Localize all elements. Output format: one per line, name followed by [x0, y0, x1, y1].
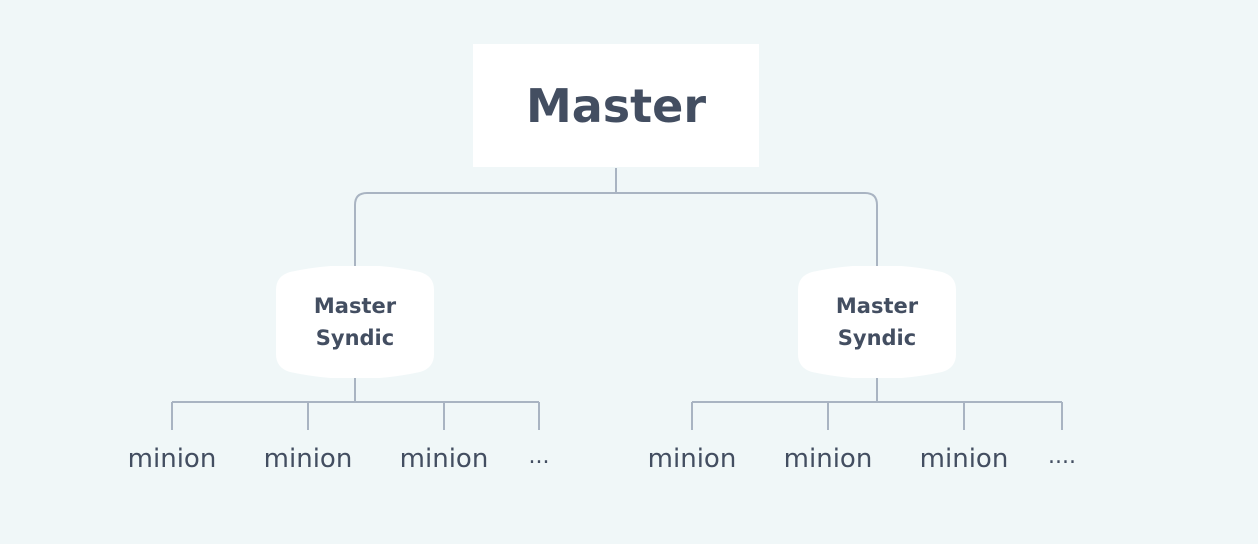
syndic-node-2-line1: Master [835, 294, 919, 318]
connector-master-to-syndic-1 [354, 192, 616, 266]
minion-node: minion [127, 444, 217, 474]
syndic-node-2-line2: Syndic [837, 326, 917, 350]
minion-node: minion [783, 444, 873, 474]
minion-node: minion [919, 444, 1009, 474]
master-node-label: Master [525, 78, 707, 133]
more-minions-ellipsis: ... [528, 444, 550, 469]
syndic-node-1-line2: Syndic [315, 326, 395, 350]
syndic-node-2: Master Syndic [798, 266, 956, 378]
connector-master-to-syndic-2 [616, 192, 878, 266]
syndic-node-1: Master Syndic [276, 266, 434, 378]
minion-node: minion [647, 444, 737, 474]
syndic-node-1-line1: Master [313, 294, 397, 318]
more-minions-ellipsis: .... [1048, 444, 1076, 469]
minion-node: minion [263, 444, 353, 474]
minion-node: minion [399, 444, 489, 474]
master-node: Master [473, 44, 759, 167]
